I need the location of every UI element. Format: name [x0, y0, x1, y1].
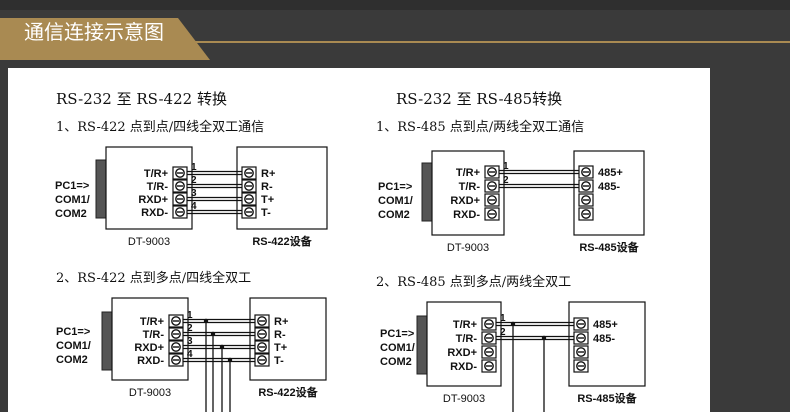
- right-multi-device-pin-label: 485+: [593, 319, 618, 331]
- right-p2p-pc-label: PC1=>: [378, 181, 412, 193]
- left-multi-junction-dot: [210, 331, 216, 337]
- right-multi-pc-label: COM1/: [380, 342, 415, 354]
- left-p2p-pc-label: COM2: [55, 208, 87, 220]
- header-title: 通信连接示意图: [24, 20, 164, 44]
- left-title: RS-232 至 RS-422 转换: [56, 90, 227, 108]
- left-p2p-device-pin-label: R+: [261, 168, 275, 180]
- left-p2p-converter-pin-label: RXD+: [138, 194, 168, 206]
- right-multi-converter-pin-label: T/R+: [453, 319, 477, 331]
- left-multi-converter-pin-label: T/R-: [143, 329, 165, 341]
- left-multi-device-pin-label: T-: [274, 355, 284, 367]
- right-multi-junction-dot: [510, 321, 516, 327]
- right-multi-junction-dot: [541, 335, 547, 341]
- left-multi-pc-label: COM2: [56, 354, 88, 366]
- right-multi-db9-connector: [416, 315, 428, 375]
- right-multi-converter-pin-label: RXD+: [447, 347, 477, 359]
- left-p2p-db9-connector: [95, 159, 107, 219]
- left-multi-converter-pin-label: RXD+: [134, 342, 164, 354]
- left-p2p-wire-number: 2: [191, 175, 197, 186]
- right-section-1-title: 1、RS-485 点到点/两线全双工通信: [376, 119, 584, 135]
- right-p2p-device-label: RS-485设备: [579, 240, 639, 254]
- left-multi-device-pin-label: T+: [274, 342, 287, 354]
- left-p2p-device-pin-label: R-: [261, 181, 273, 193]
- left-p2p-pc-label: COM1/: [55, 194, 90, 206]
- left-multi-wire-number: 2: [187, 323, 193, 334]
- left-p2p-wire-number: 3: [191, 188, 197, 199]
- right-multi-device-pin-label: 485-: [593, 333, 615, 345]
- top-bar: [0, 0, 790, 10]
- right-multi-device-label: RS-485设备: [577, 391, 637, 405]
- left-multi-converter-label: DT-9003: [129, 387, 171, 399]
- right-p2p-db9-connector: [421, 162, 433, 222]
- right-p2p-device-box: [573, 150, 645, 236]
- right-p2p-converter-pin-label: RXD+: [450, 195, 480, 207]
- right-multi-converter-pin-label: T/R-: [456, 333, 478, 345]
- left-multi-junction-dot: [203, 318, 209, 324]
- left-multi-device-pin-label: R-: [274, 329, 286, 341]
- left-p2p-wire-number: 1: [191, 162, 197, 173]
- header-tab: [0, 18, 210, 60]
- right-p2p-pc-label: COM2: [378, 209, 410, 221]
- left-p2p-wire-number: 4: [191, 201, 197, 212]
- right-multi-wire-number: 1: [500, 313, 506, 324]
- right-multi-pc-label: COM2: [380, 356, 412, 368]
- right-p2p-device-pin-label: 485+: [598, 167, 623, 179]
- left-p2p-device-pin-label: T+: [261, 194, 274, 206]
- left-p2p-converter-label: DT-9003: [128, 236, 170, 248]
- left-p2p-device-label: RS-422设备: [252, 234, 312, 248]
- left-p2p-pc-label: PC1=>: [55, 180, 89, 192]
- left-multi-pc-label: PC1=>: [56, 326, 90, 338]
- right-p2p-converter-pin-label: T/R-: [459, 181, 481, 193]
- left-multi-device-pin-label: R+: [274, 316, 288, 328]
- header-rule: [0, 41, 790, 43]
- left-multi-pc-label: COM1/: [56, 340, 91, 352]
- left-section-2-title: 2、RS-422 点到多点/四线全双工: [56, 270, 251, 286]
- right-p2p-converter-pin-label: RXD-: [453, 209, 480, 221]
- right-multi-converter-label: DT-9003: [443, 393, 485, 405]
- right-p2p-converter-label: DT-9003: [447, 242, 489, 254]
- left-p2p-device-pin-label: T-: [261, 207, 271, 219]
- left-section-1-title: 1、RS-422 点到点/四线全双工通信: [56, 119, 264, 135]
- left-p2p-converter-pin-label: T/R+: [144, 168, 168, 180]
- left-multi-device-label: RS-422设备: [258, 385, 318, 399]
- right-multi-converter-pin-label: RXD-: [450, 361, 477, 373]
- left-multi-wire-number: 1: [187, 310, 193, 321]
- right-p2p-converter-box: [431, 150, 505, 236]
- right-p2p-device-pin-label: 485-: [598, 181, 620, 193]
- left-p2p-converter-pin-label: T/R-: [147, 181, 169, 193]
- left-multi-junction-dot: [227, 357, 233, 363]
- left-multi-wire-number: 3: [187, 336, 193, 347]
- right-p2p-pc-label: COM1/: [378, 195, 413, 207]
- left-multi-converter-pin-label: T/R+: [140, 316, 164, 328]
- right-multi-wire-number: 2: [500, 327, 506, 338]
- right-multi-pc-label: PC1=>: [380, 328, 414, 340]
- left-multi-db9-connector: [101, 311, 113, 371]
- left-multi-junction-dot: [219, 344, 225, 350]
- right-title: RS-232 至 RS-485转换: [396, 90, 562, 108]
- right-p2p-wire-number: 1: [503, 161, 509, 172]
- right-section-2-title: 2、RS-485 点到多点/两线全双工: [376, 274, 571, 290]
- left-p2p-converter-pin-label: RXD-: [141, 207, 168, 219]
- right-p2p-converter-pin-label: T/R+: [456, 167, 480, 179]
- left-multi-wire-number: 4: [187, 349, 193, 360]
- left-multi-converter-pin-label: RXD-: [137, 355, 164, 367]
- right-p2p-wire-number: 2: [503, 175, 509, 186]
